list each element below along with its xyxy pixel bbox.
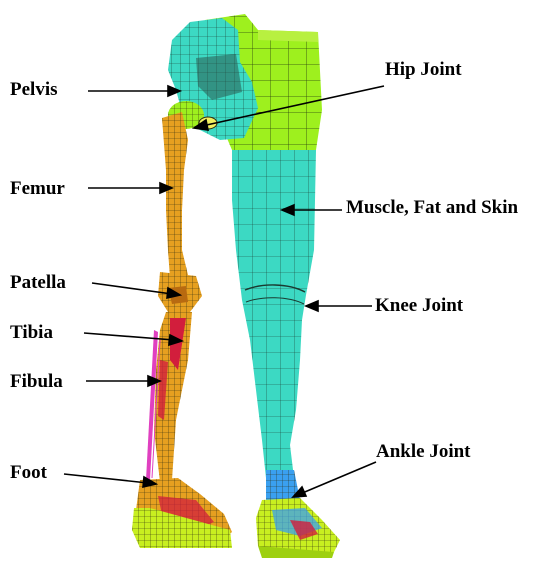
skeleton-leg bbox=[132, 18, 258, 548]
label-muscle-fat-skin: Muscle, Fat and Skin bbox=[346, 193, 531, 222]
label-ankle-joint: Ankle Joint bbox=[376, 440, 471, 463]
pointer-arrows bbox=[64, 86, 384, 497]
label-foot: Foot bbox=[10, 461, 47, 484]
label-knee-joint: Knee Joint bbox=[375, 294, 463, 317]
label-hip-joint: Hip Joint bbox=[385, 58, 462, 81]
knee-joint-arrow bbox=[306, 301, 372, 311]
femur-arrow bbox=[88, 183, 172, 193]
label-patella: Patella bbox=[10, 271, 66, 294]
label-pelvis: Pelvis bbox=[10, 78, 58, 101]
label-fibula: Fibula bbox=[10, 370, 63, 393]
ankle-joint-arrow bbox=[293, 462, 376, 497]
label-tibia: Tibia bbox=[10, 321, 53, 344]
pelvis-arrow bbox=[88, 86, 180, 96]
label-femur: Femur bbox=[10, 177, 65, 200]
fibula-arrow bbox=[86, 376, 160, 386]
